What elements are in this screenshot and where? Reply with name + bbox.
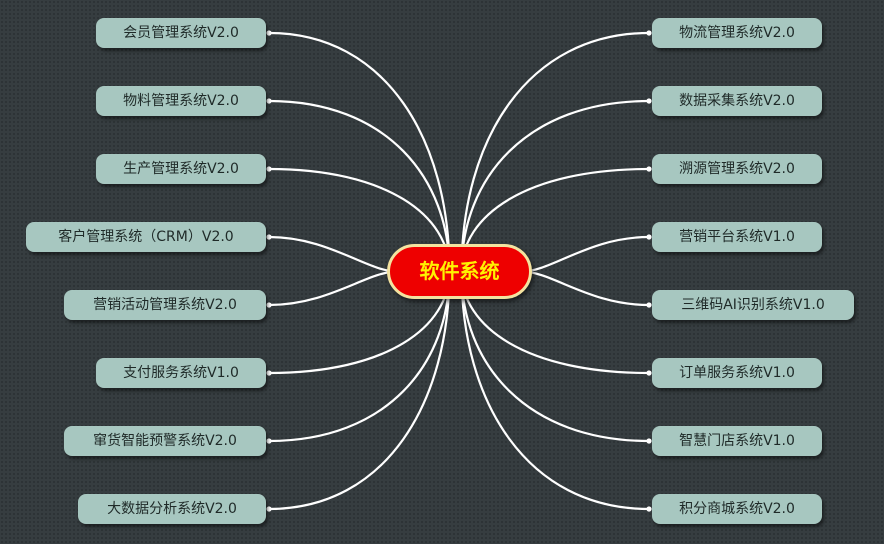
connector-line	[268, 270, 398, 307]
node-payment-service[interactable]: 支付服务系统V1.0	[96, 358, 266, 388]
connector-endpoint	[646, 166, 652, 172]
node-marketing-platform[interactable]: 营销平台系统V1.0	[652, 222, 822, 252]
connector-line	[460, 271, 650, 443]
connector-endpoint	[646, 438, 652, 444]
connector-line	[268, 271, 451, 511]
connector-endpoint	[646, 98, 652, 104]
connector-line	[268, 31, 451, 272]
connector-endpoint	[646, 370, 652, 376]
node-production-management[interactable]: 生产管理系统V2.0	[96, 154, 266, 184]
connector-line	[268, 235, 398, 273]
node-points-mall[interactable]: 积分商城系统V2.0	[652, 494, 822, 524]
connector-line	[521, 235, 650, 273]
connector-line	[268, 271, 451, 443]
node-logistics-management[interactable]: 物流管理系统V2.0	[652, 18, 822, 48]
connector-endpoint	[266, 506, 272, 512]
connector-endpoint	[646, 234, 652, 240]
connector-endpoint	[646, 30, 652, 36]
node-big-data-analysis[interactable]: 大数据分析系统V2.0	[78, 494, 266, 524]
node-material-management[interactable]: 物料管理系统V2.0	[96, 86, 266, 116]
connector-endpoint	[266, 30, 272, 36]
node-member-management[interactable]: 会员管理系统V2.0	[96, 18, 266, 48]
connector-line	[460, 271, 650, 511]
node-code-ai-recognition[interactable]: 三维码AI识别系统V1.0	[652, 290, 854, 320]
node-data-collection[interactable]: 数据采集系统V2.0	[652, 86, 822, 116]
connector-endpoint	[266, 370, 272, 376]
connector-endpoint	[646, 302, 652, 308]
central-node[interactable]: 软件系统	[387, 244, 532, 299]
connector-line	[460, 31, 650, 272]
connector-line	[460, 99, 650, 272]
connector-line	[521, 270, 650, 307]
connector-endpoint	[266, 438, 272, 444]
node-traceability-management[interactable]: 溯源管理系统V2.0	[652, 154, 822, 184]
node-order-service[interactable]: 订单服务系统V1.0	[652, 358, 822, 388]
connector-endpoint	[646, 506, 652, 512]
node-crm[interactable]: 客户管理系统（CRM）V2.0	[26, 222, 266, 252]
connector-line	[268, 99, 451, 272]
connector-endpoint	[266, 98, 272, 104]
connector-endpoint	[266, 302, 272, 308]
connector-endpoint	[266, 166, 272, 172]
node-campaign-management[interactable]: 营销活动管理系统V2.0	[64, 290, 266, 320]
connector-endpoint	[266, 234, 272, 240]
node-smart-store[interactable]: 智慧门店系统V1.0	[652, 426, 822, 456]
node-cross-selling-alert[interactable]: 窜货智能预警系统V2.0	[64, 426, 266, 456]
